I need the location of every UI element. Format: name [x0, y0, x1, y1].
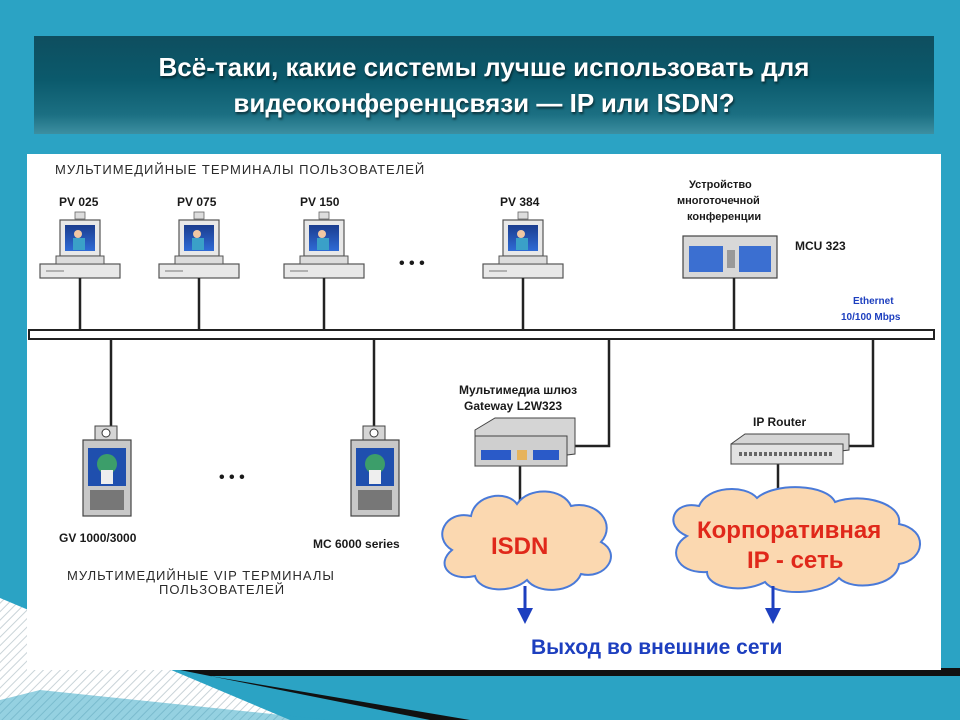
terminal-label: PV 075: [177, 195, 217, 209]
mcu-device: Устройство многоточечной конференции MCU…: [677, 179, 846, 279]
bottom-caption-line-2: ПОЛЬЗОВАТЕЛЕЙ: [159, 582, 285, 597]
terminal-pv025: PV 025: [39, 195, 121, 279]
mcu-caption-line-3: конференции: [687, 211, 761, 223]
isdn-label: ISDN: [491, 533, 548, 560]
isdn-cloud: ISDN: [441, 490, 612, 591]
terminal-pv075: PV 075: [158, 195, 240, 279]
exit-arrows: [517, 586, 781, 624]
ellipsis-bottom: • • •: [219, 469, 245, 486]
ip-router-device: IP Router: [730, 415, 850, 465]
ellipsis-top: • • •: [399, 255, 425, 272]
ip-cloud-label-2: IP - сеть: [747, 547, 843, 574]
ethernet-label-1: Ethernet: [853, 296, 894, 307]
vip-terminal-label: MC 6000 series: [313, 537, 400, 551]
router-label: IP Router: [753, 415, 806, 429]
exit-label: Выход во внешние сети: [531, 636, 782, 659]
terminal-label: PV 384: [500, 195, 540, 209]
top-caption: МУЛЬТИМЕДИЙНЫЕ ТЕРМИНАЛЫ ПОЛЬЗОВАТЕЛЕЙ: [55, 162, 425, 177]
bus-links: [78, 278, 875, 514]
title-line-2: видеоконференцсвязи — IP или ISDN?: [233, 88, 735, 118]
ethernet-label-2: 10/100 Mbps: [841, 312, 901, 323]
terminal-label: PV 150: [300, 195, 340, 209]
terminal-pv150: PV 150: [283, 195, 365, 279]
gateway-device: Мультимедиа шлюз Gateway L2W323: [459, 383, 577, 467]
title-bar: Всё-таки, какие системы лучше использова…: [34, 36, 934, 134]
title-line-1: Всё-таки, какие системы лучше использова…: [158, 52, 810, 82]
ip-cloud-label-1: Корпоративная: [697, 517, 881, 544]
gateway-label-1: Мультимедиа шлюз: [459, 383, 577, 397]
network-diagram: МУЛЬТИМЕДИЙНЫЕ ТЕРМИНАЛЫ ПОЛЬЗОВАТЕЛЕЙ P…: [27, 154, 941, 670]
terminal-label: PV 025: [59, 195, 99, 209]
bottom-caption-line-1: МУЛЬТИМЕДИЙНЫЕ VIP ТЕРМИНАЛЫ: [67, 568, 335, 583]
vip-terminal-gv: GV 1000/3000: [59, 425, 137, 545]
mcu-caption-line-1: Устройство: [689, 179, 752, 191]
vip-terminal-mc: MC 6000 series: [313, 425, 400, 551]
vip-terminal-label: GV 1000/3000: [59, 531, 137, 545]
mcu-caption-line-2: многоточечной: [677, 195, 760, 207]
ethernet-bus: [28, 329, 935, 340]
mcu-label: MCU 323: [795, 239, 846, 253]
gateway-label-2: Gateway L2W323: [464, 399, 562, 413]
corporate-ip-cloud: Корпоративная IP - сеть: [672, 486, 921, 593]
terminal-pv384: PV 384: [482, 195, 564, 279]
